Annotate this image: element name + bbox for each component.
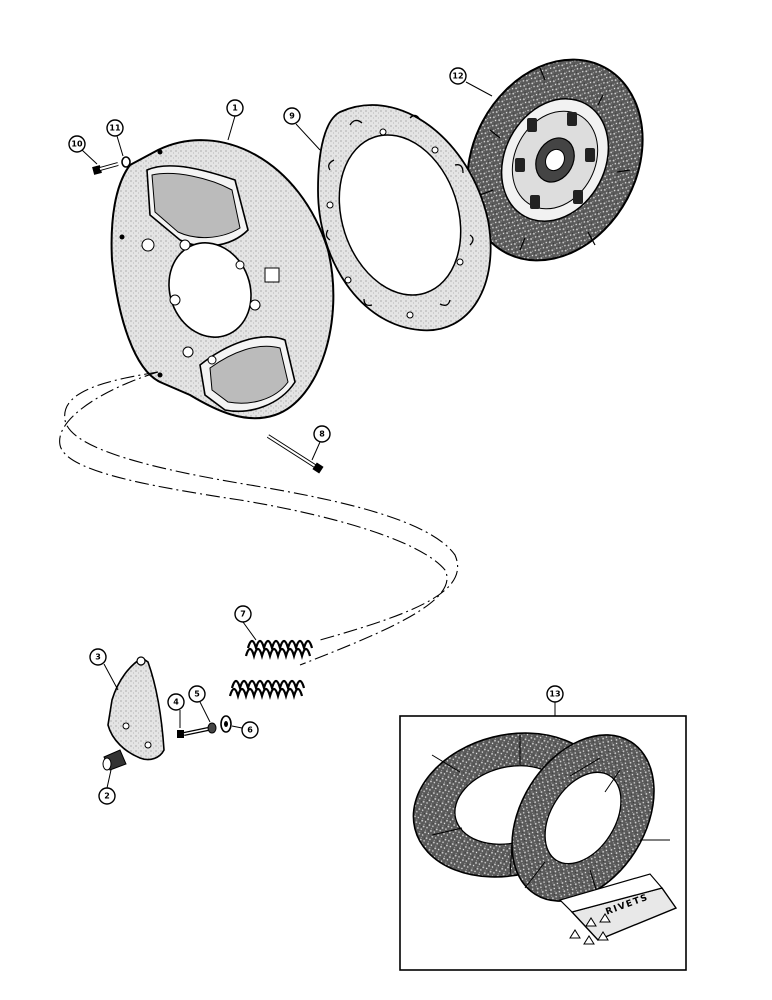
- long-bolt: [266, 434, 324, 474]
- clutch-disc: [466, 58, 644, 262]
- callout-1-label: 1: [232, 104, 238, 113]
- callout-1: 1: [226, 99, 244, 117]
- callout-13-label: 13: [549, 690, 560, 699]
- callout-11-label: 11: [109, 124, 121, 133]
- callout-3: 3: [89, 648, 107, 666]
- callout-9-label: 9: [289, 112, 295, 121]
- callout-10: 10: [68, 135, 86, 153]
- adjusting-screw-nut-washer: [177, 715, 232, 738]
- callout-13: 13: [546, 685, 564, 703]
- springs: [228, 639, 314, 701]
- callout-2-label: 2: [104, 792, 110, 801]
- rivets-packet: RIVETS: [558, 873, 678, 945]
- release-lever: [107, 656, 165, 761]
- lever-pin: [102, 749, 127, 771]
- callout-10-label: 10: [71, 140, 83, 149]
- facing-kit-inset: RIVETS: [399, 715, 687, 971]
- callout-7: 7: [234, 605, 252, 623]
- callout-12: 12: [449, 67, 467, 85]
- callout-5: 5: [188, 685, 206, 703]
- callout-5-label: 5: [194, 690, 200, 699]
- assembly-path-line: [64, 371, 459, 641]
- callout-7-label: 7: [240, 610, 246, 619]
- callout-3-label: 3: [95, 653, 101, 662]
- callout-8-label: 8: [319, 430, 325, 439]
- callout-4-label: 4: [173, 698, 179, 707]
- pressure-plate: [317, 104, 492, 332]
- callout-12-label: 12: [452, 72, 463, 81]
- assembly-path-line-2: [59, 371, 448, 666]
- leader-lines: [81, 81, 556, 789]
- callout-9: 9: [283, 107, 301, 125]
- callout-8: 8: [313, 425, 331, 443]
- callout-6-label: 6: [247, 726, 253, 735]
- callout-4: 4: [167, 693, 185, 711]
- callout-2: 2: [98, 787, 116, 805]
- callout-6: 6: [241, 721, 259, 739]
- small-bolt-and-washer: [92, 156, 131, 175]
- clutch-cover: [110, 139, 335, 420]
- callout-11: 11: [106, 119, 124, 137]
